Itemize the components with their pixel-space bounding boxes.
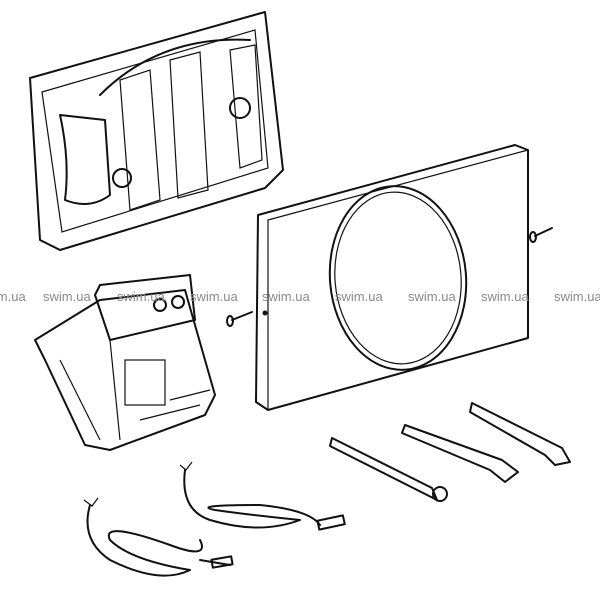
actuator-rods xyxy=(329,402,571,502)
watermark-text: swim.ua xyxy=(0,289,26,304)
screw-left xyxy=(226,311,253,327)
watermark-text: swim.ua xyxy=(554,289,600,304)
watermark-text: swim.ua xyxy=(335,289,383,304)
watermark-text: swim.ua xyxy=(408,289,456,304)
watermark-text: swim.ua xyxy=(481,289,529,304)
screw-right xyxy=(529,227,553,243)
control-unit xyxy=(34,274,216,451)
watermark-text: swim.ua xyxy=(117,289,165,304)
cables xyxy=(83,461,346,577)
watermark-text: swim.ua xyxy=(190,289,238,304)
watermark-text: swim.ua xyxy=(262,289,310,304)
watermark-text: swim.ua xyxy=(43,289,91,304)
cover-plate xyxy=(255,144,529,411)
mounting-frame xyxy=(29,11,284,251)
